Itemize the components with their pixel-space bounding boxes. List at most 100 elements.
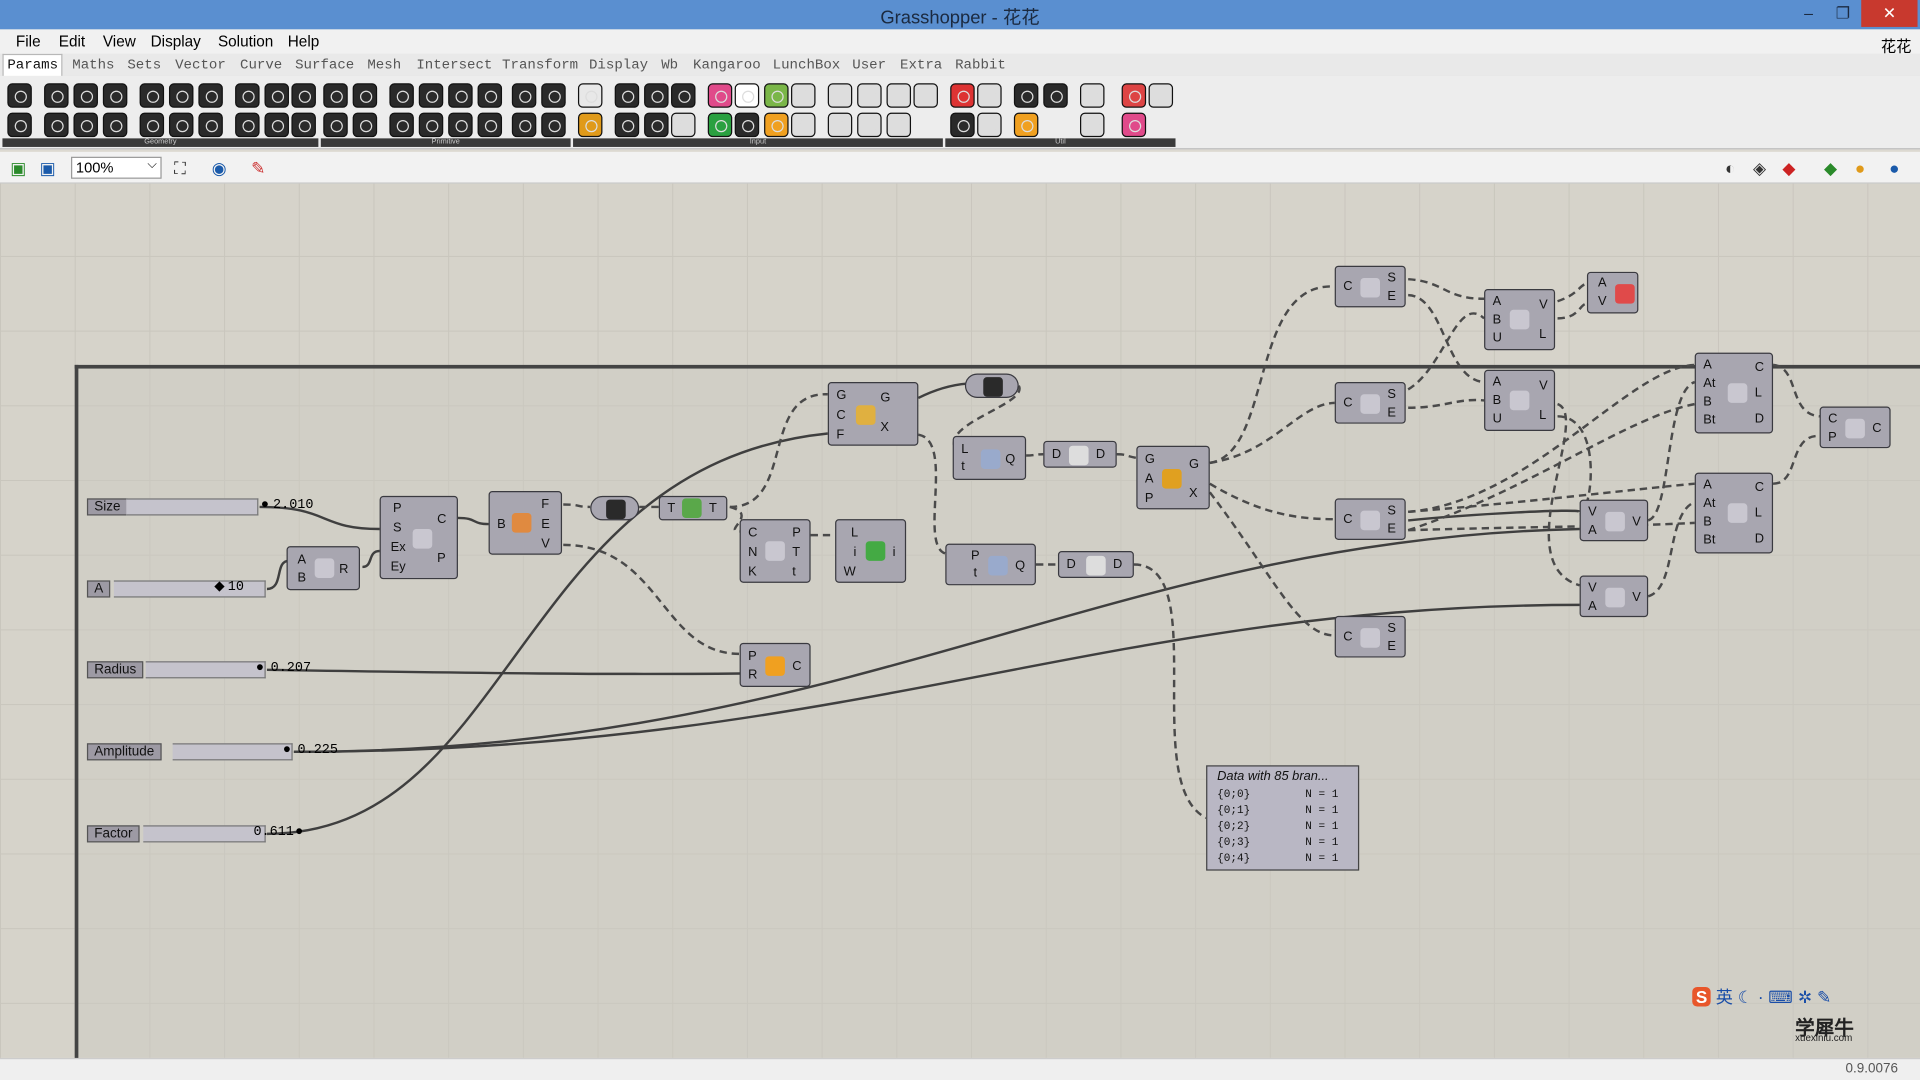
zoom-select[interactable]: 100%⌵ (71, 156, 162, 179)
panel-icon[interactable] (671, 83, 696, 108)
brep-param-icon[interactable] (139, 83, 165, 108)
tab-transform[interactable]: Transform (502, 57, 579, 74)
flask-icon[interactable] (1121, 112, 1147, 138)
slider-factor[interactable]: Factor 0.611 ● (86, 825, 303, 843)
geometry-param-icon[interactable] (139, 112, 165, 138)
component-curve-param-2[interactable] (964, 373, 1019, 398)
slider-amplitude[interactable]: Amplitude ● 0.225 (86, 743, 338, 761)
save-file-icon[interactable]: ▣ (39, 157, 56, 178)
number-param-icon[interactable] (389, 83, 414, 108)
menu-help[interactable]: Help (287, 33, 320, 51)
tab-user[interactable]: User (852, 57, 887, 74)
boolean-param-icon[interactable] (323, 83, 348, 108)
tab-display[interactable]: Display (588, 57, 649, 74)
preview-wireframe-icon[interactable]: ◐ (1725, 157, 1736, 178)
import-img-icon[interactable] (857, 112, 882, 138)
time-param-icon[interactable] (541, 83, 566, 108)
grasshopper-canvas[interactable] (0, 183, 1920, 1063)
boolean-toggle-icon[interactable] (614, 83, 640, 108)
generic-param-icon[interactable] (541, 112, 566, 138)
slider-amplitude-track[interactable] (172, 743, 293, 761)
slider-radius-grip[interactable]: ● (255, 661, 265, 676)
component-curve-param[interactable] (590, 495, 640, 521)
tab-lunchbox[interactable]: LunchBox (772, 57, 841, 74)
tab-rabbit[interactable]: Rabbit (955, 57, 1006, 74)
relay-icon[interactable] (1080, 83, 1105, 108)
ime-toolbar[interactable]: S 英 ☾ · ⌨ ✲ ✎ (1692, 984, 1831, 1008)
mesh-face-param-icon[interactable] (198, 112, 223, 138)
tab-extra[interactable]: Extra (900, 57, 943, 74)
tab-vector[interactable]: Vector (175, 57, 226, 74)
box-param-icon[interactable] (198, 83, 223, 108)
import-xyz-icon[interactable] (857, 83, 882, 108)
color-preview-icon[interactable]: ● (1854, 157, 1866, 178)
tab-mesh[interactable]: Mesh (367, 57, 402, 74)
fx-icon[interactable] (1148, 83, 1174, 108)
abc-icon[interactable] (977, 112, 1002, 138)
surface-param-icon[interactable] (102, 83, 128, 108)
slider-amplitude-grip[interactable]: ● (282, 743, 291, 758)
menu-edit[interactable]: Edit (58, 33, 86, 51)
tab-kangaroo[interactable]: Kangaroo (693, 57, 761, 74)
tab-intersect[interactable]: Intersect (416, 57, 493, 74)
interval-param-icon[interactable] (418, 112, 444, 138)
recorder-icon[interactable] (1043, 83, 1068, 108)
preview-selected-icon[interactable]: ◆ (1782, 157, 1796, 178)
shape-param-icon[interactable] (511, 83, 537, 108)
text-param-icon[interactable] (352, 112, 378, 138)
cherry-icon[interactable] (950, 83, 975, 108)
ime-mode[interactable]: 英 (1715, 986, 1733, 1007)
circle-param-icon[interactable] (44, 83, 69, 108)
domain2-param-icon[interactable] (477, 83, 503, 108)
tab-surface[interactable]: Surface (295, 57, 355, 74)
slider-radius[interactable]: Radius ● 0.207 (86, 661, 311, 679)
sketch-pen-icon[interactable]: ✎ (251, 157, 266, 178)
tree-icon[interactable] (950, 112, 975, 138)
tab-sets[interactable]: Sets (127, 57, 162, 74)
expression-icon[interactable] (1121, 83, 1147, 108)
tab-params[interactable]: Params (2, 53, 63, 76)
tab-wb[interactable]: Wb (661, 57, 679, 74)
slider-size-track[interactable] (126, 498, 259, 516)
close-button[interactable]: ✕ (1861, 0, 1918, 27)
integer-param-icon[interactable] (352, 83, 378, 108)
slider-a-grip[interactable]: ◆ (214, 580, 225, 596)
import-3dm-icon[interactable] (827, 112, 853, 138)
galapagos-icon[interactable] (1013, 112, 1039, 138)
slider-size[interactable]: Size ● 2.010 (86, 498, 313, 516)
maximize-button[interactable]: ❐ (1835, 3, 1850, 23)
transform-param-icon[interactable] (235, 112, 260, 138)
digit-scroller-icon[interactable] (614, 112, 640, 138)
md-slider-icon[interactable] (707, 112, 733, 138)
slider-radius-track[interactable] (145, 661, 266, 679)
geometry-pipeline-icon[interactable] (291, 112, 316, 138)
preview-mesh-icon[interactable]: ● (1889, 157, 1900, 178)
value-list-icon[interactable] (644, 112, 669, 138)
twisted-box-param-icon[interactable] (168, 112, 194, 138)
plane-param-icon[interactable] (264, 83, 289, 108)
tab-maths[interactable]: Maths (72, 57, 115, 74)
group-param-icon[interactable] (102, 112, 128, 138)
menu-solution[interactable]: Solution (217, 33, 274, 51)
import-image-icon[interactable] (913, 83, 938, 108)
color-wheel-icon[interactable] (764, 83, 789, 108)
tab-curve[interactable]: Curve (240, 57, 283, 74)
